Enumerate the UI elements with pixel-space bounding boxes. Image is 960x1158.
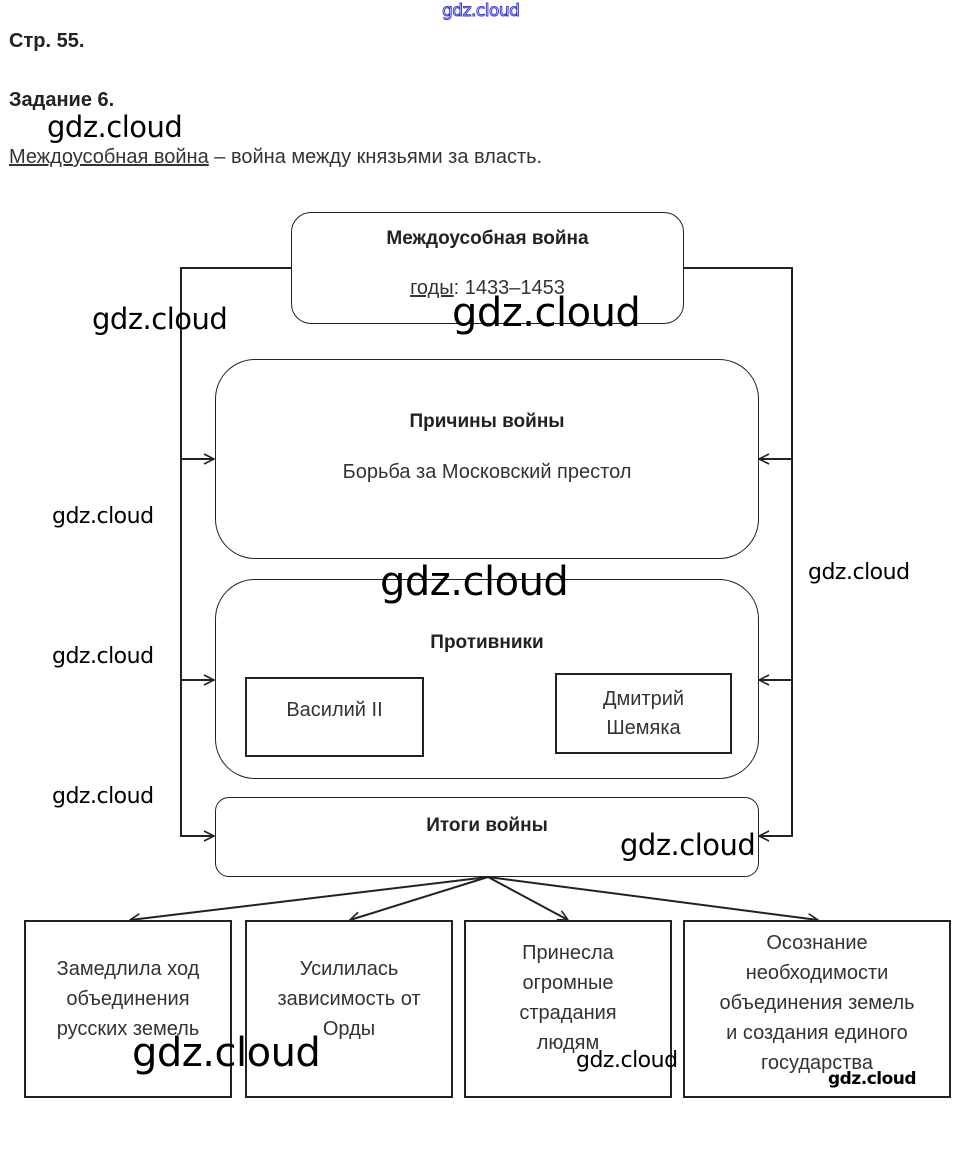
years-label: годы (410, 277, 454, 299)
main-title: Междоусобная война (386, 228, 589, 249)
result-arrow-4 (487, 876, 818, 920)
watermark: gdz.cloud (47, 110, 183, 144)
watermark: gdz.cloud (808, 560, 910, 585)
definition-term: Междоусобная война (9, 146, 209, 168)
opponent-dmitry: Дмитрий Шемяка (555, 673, 732, 754)
result-2-line: зависимость от (277, 988, 421, 1010)
result-item-1: Замедлила ход объединения русских земель (24, 920, 232, 1098)
definition: Междоусобная война – война между князьям… (9, 146, 542, 169)
main-box: Междоусобная война годы: 1433–1453 (291, 212, 684, 324)
result-item-4: Осознание необходимости объединения земе… (683, 920, 951, 1098)
watermark: gdz.cloud (380, 559, 569, 605)
result-2-line: Усилилась (299, 958, 399, 980)
watermark: gdz.cloud (620, 828, 756, 862)
result-1-line: Замедлила ход (56, 958, 200, 980)
watermark: gdz.cloud (132, 1030, 321, 1076)
task-heading: Задание 6. (9, 89, 115, 111)
watermark-top: gdz.cloud (441, 1, 520, 22)
causes-title: Причины войны (409, 411, 565, 432)
years: годы: 1433–1453 (292, 277, 683, 300)
result-4-line: необходимости (745, 962, 889, 984)
years-value: : 1433–1453 (453, 277, 565, 299)
watermark: gdz.cloud (52, 784, 154, 809)
result-4-line: объединения земель (719, 992, 915, 1014)
watermark: gdz.cloud (828, 1069, 917, 1089)
opponent-dmitry-line1: Дмитрий (602, 687, 685, 710)
result-3-line: Принесла (522, 942, 614, 964)
result-3-line: огромные (522, 972, 614, 994)
result-4-line: и создания единого (726, 1022, 908, 1044)
watermark: gdz.cloud (92, 302, 228, 336)
causes-text: Борьба за Московский престол (342, 461, 632, 483)
result-4-line: Осознание (766, 932, 868, 954)
opponent-vasily-name: Василий II (286, 699, 383, 721)
results-title: Итоги войны (426, 815, 548, 836)
result-item-3: Принесла огромные страдания людям (464, 920, 672, 1098)
result-arrow-2 (350, 876, 489, 920)
result-item-2: Усилилась зависимость от Орды (245, 920, 453, 1098)
opponent-vasily: Василий II (245, 677, 424, 757)
result-1-line: русских земель (56, 1018, 200, 1040)
result-3-line: людям (536, 1032, 600, 1054)
causes-box: Причины войны Борьба за Московский прест… (215, 359, 759, 559)
opponents-title: Противники (430, 632, 544, 653)
result-1-line: объединения (66, 988, 190, 1010)
watermark: gdz.cloud (52, 644, 154, 669)
result-4-line: государства (761, 1052, 873, 1074)
watermark: gdz.cloud (52, 504, 154, 529)
opponent-dmitry-line2: Шемяка (606, 716, 681, 739)
results-box: Итоги войны (215, 797, 759, 877)
definition-text: – война между князьями за власть. (208, 146, 543, 168)
result-2-line: Орды (322, 1018, 376, 1040)
page-number: Стр. 55. (9, 30, 85, 52)
watermark: gdz.cloud (452, 290, 641, 336)
watermark: gdz.cloud (576, 1048, 678, 1073)
result-arrow-3 (487, 876, 568, 921)
result-3-line: страдания (519, 1002, 617, 1024)
result-arrow-1 (130, 876, 489, 920)
